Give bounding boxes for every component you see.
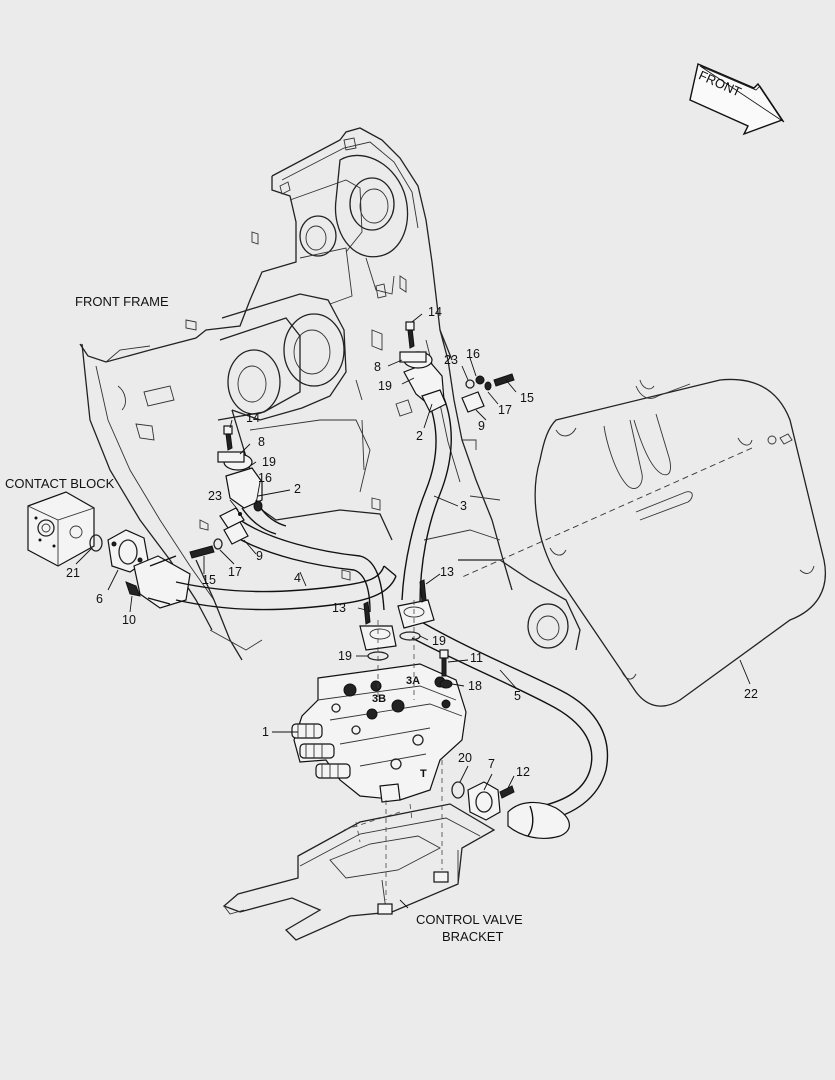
- hose-5: [411, 619, 609, 839]
- callout-23: 23: [208, 489, 222, 503]
- bolt-14-lower: [223, 425, 233, 451]
- split-flange-6: [107, 529, 149, 597]
- clamp-right: [421, 373, 515, 413]
- callout-5: 5: [514, 689, 521, 703]
- callout-6: 6: [96, 592, 103, 606]
- cover-plate: [459, 378, 826, 707]
- callout-19: 19: [262, 455, 276, 469]
- valve-spools: [291, 723, 351, 779]
- callout-17: 17: [228, 565, 242, 579]
- callout-3: 3: [460, 499, 467, 513]
- contact-block: [27, 491, 95, 567]
- split-flange-7: [467, 781, 515, 821]
- callout-19: 19: [378, 379, 392, 393]
- clamp-left: [189, 500, 263, 559]
- callout-10: 10: [122, 613, 136, 627]
- callout-12: 12: [516, 765, 530, 779]
- callout-17: 17: [498, 403, 512, 417]
- callout-22: 22: [744, 687, 758, 701]
- callout-16: 16: [466, 347, 480, 361]
- callout-9: 9: [256, 549, 263, 563]
- callout-numbers: 1 2 2 3 4 5 6 7 8 8 9 9 10 11 12 13 13 1…: [66, 305, 758, 779]
- callout-15: 15: [202, 573, 216, 587]
- caption-front-frame: FRONT FRAME: [75, 294, 169, 309]
- port-label-3b: 3B: [372, 693, 386, 705]
- o-ring-20: [451, 781, 465, 799]
- hose-2-left: [217, 451, 287, 535]
- hose-4: [133, 519, 397, 613]
- port-label-3a: 3A: [406, 675, 420, 687]
- caption-bracket: BRACKET: [442, 929, 503, 944]
- bolt-11: [439, 649, 449, 677]
- bolt-14-upper: [405, 321, 415, 349]
- control-valve-bracket: [222, 760, 496, 941]
- callout-1: 1: [262, 725, 269, 739]
- callout-15: 15: [520, 391, 534, 405]
- callout-14: 14: [428, 305, 442, 319]
- front-direction-arrow: FRONT: [689, 63, 785, 136]
- callout-16: 16: [258, 471, 272, 485]
- callout-2: 2: [416, 429, 423, 443]
- o-ring-21: [89, 534, 103, 552]
- callout-8: 8: [258, 435, 265, 449]
- callout-4: 4: [294, 571, 301, 585]
- caption-control-valve: CONTROL VALVE: [416, 912, 523, 927]
- control-valve: 3A 3B T: [291, 663, 467, 803]
- callout-19: 19: [338, 649, 352, 663]
- callout-2: 2: [294, 482, 301, 496]
- callout-13: 13: [440, 565, 454, 579]
- leader-lines: [75, 313, 751, 909]
- caption-contact-block: CONTACT BLOCK: [5, 476, 115, 491]
- callout-23: 23: [444, 353, 458, 367]
- washer-18: [439, 679, 453, 689]
- callout-13: 13: [332, 601, 346, 615]
- callout-7: 7: [488, 757, 495, 771]
- callout-11: 11: [470, 651, 483, 665]
- callout-21: 21: [66, 566, 80, 580]
- callout-18: 18: [468, 679, 482, 693]
- callout-14: 14: [246, 411, 260, 425]
- callout-9: 9: [478, 419, 485, 433]
- callout-8: 8: [374, 360, 381, 374]
- callout-19: 19: [432, 634, 446, 648]
- port-label-t: T: [420, 768, 427, 780]
- callout-20: 20: [458, 751, 472, 765]
